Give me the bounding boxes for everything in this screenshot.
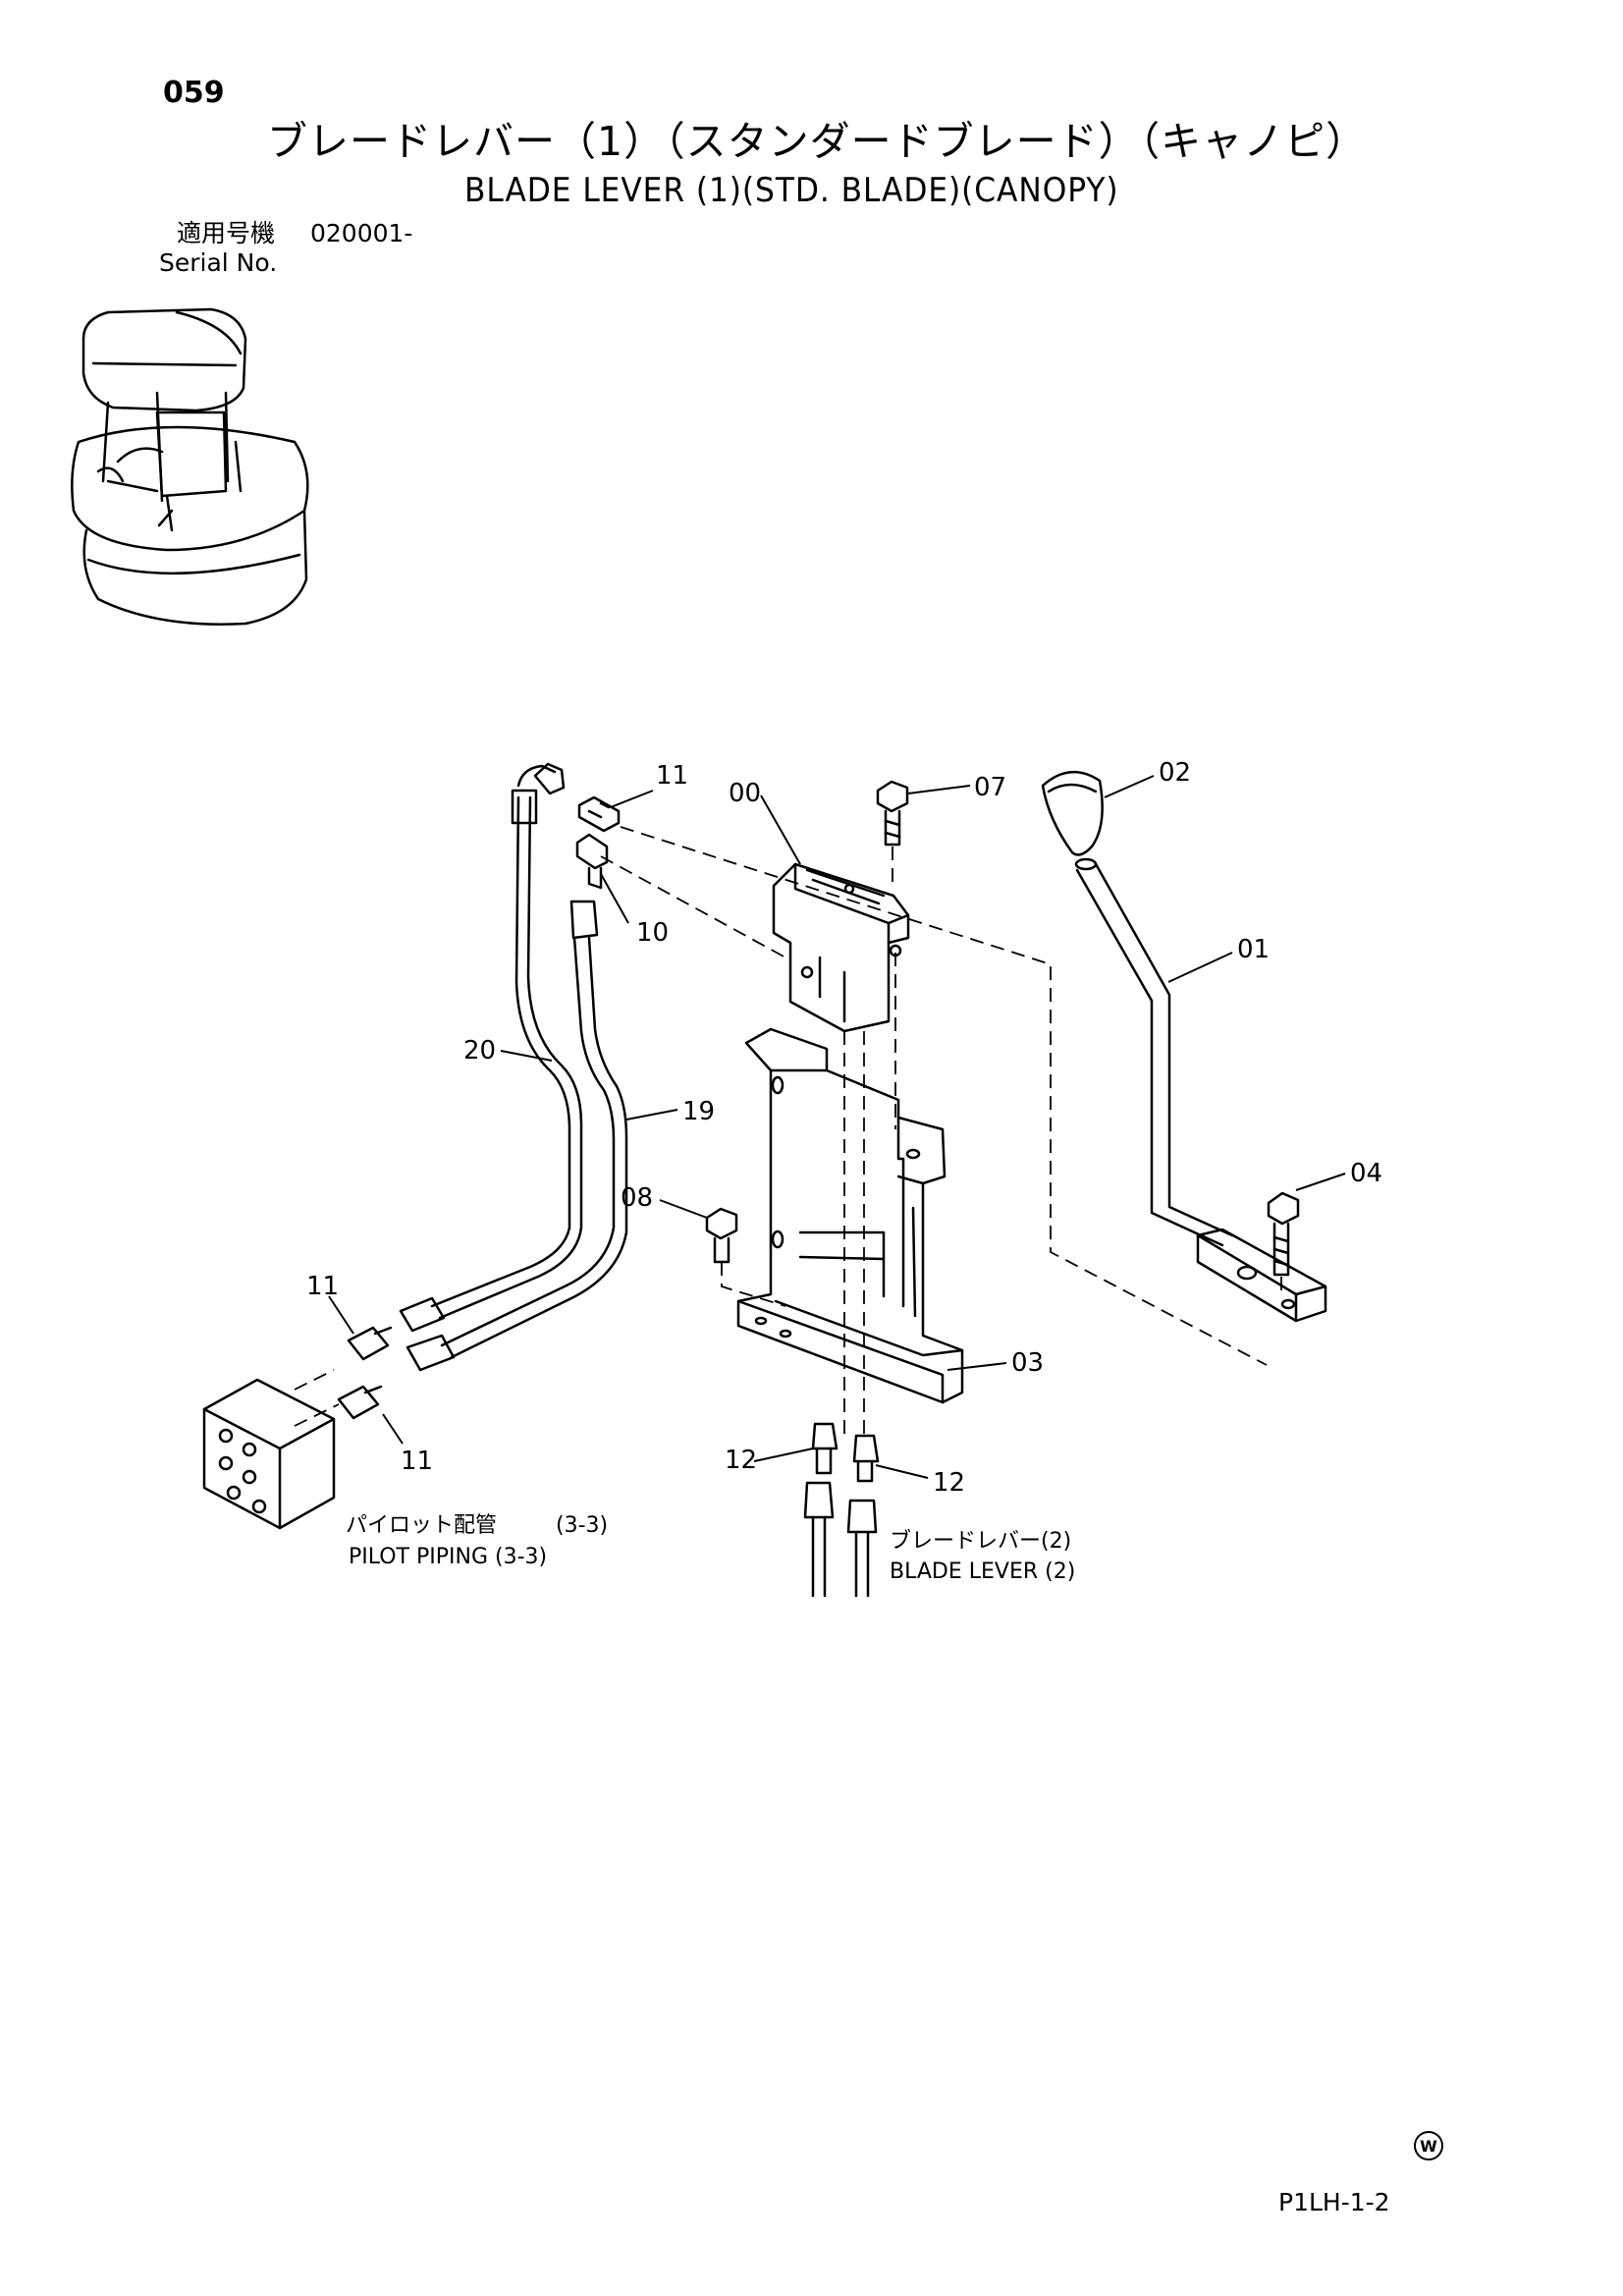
callout-20: 20 bbox=[463, 1036, 496, 1066]
lever-base-plate bbox=[1196, 1228, 1327, 1323]
bolt-04 bbox=[1267, 1191, 1300, 1277]
leader-01 bbox=[1167, 952, 1233, 983]
assembly-line-fitting-11 bbox=[294, 1369, 340, 1427]
callout-12-right: 12 bbox=[933, 1468, 965, 1498]
pilot-piping-ref-jp: (3-3) bbox=[556, 1513, 608, 1538]
hose-19 bbox=[440, 900, 628, 1359]
callout-10: 10 bbox=[636, 918, 669, 948]
assembly-line-lever bbox=[620, 826, 1268, 1366]
page-number: 059 bbox=[163, 76, 225, 110]
fitting-11-left-upper bbox=[347, 1326, 393, 1361]
leader-19 bbox=[625, 1109, 678, 1121]
leader-10 bbox=[600, 873, 629, 924]
pilot-piping-label-jp: パイロット配管 bbox=[346, 1513, 497, 1538]
fitting-12-left bbox=[811, 1422, 839, 1475]
brand-mark-letter: W bbox=[1420, 2137, 1437, 2156]
callout-19: 19 bbox=[682, 1097, 715, 1126]
callout-11-left-upper: 11 bbox=[306, 1272, 339, 1301]
hose-end-fittings bbox=[399, 1296, 456, 1372]
leader-11-top bbox=[610, 790, 654, 808]
leader-04 bbox=[1295, 1173, 1346, 1191]
document-code: P1LH-1-2 bbox=[1278, 2188, 1390, 2216]
blade-lever-2-label-jp: ブレードレバー(2) bbox=[890, 1529, 1071, 1554]
pilot-piping-label-en: PILOT PIPING (3-3) bbox=[349, 1545, 547, 1569]
leader-02 bbox=[1104, 775, 1155, 798]
serial-label-japanese: 適用号機 bbox=[177, 219, 276, 247]
serial-value: 020001- bbox=[310, 219, 413, 247]
lever-knob bbox=[1041, 770, 1104, 856]
bolt-07 bbox=[876, 780, 909, 847]
leader-20 bbox=[500, 1050, 553, 1062]
callout-00: 00 bbox=[729, 779, 761, 808]
leader-11-left-lower bbox=[382, 1413, 404, 1445]
callout-11-left-lower: 11 bbox=[401, 1447, 433, 1476]
callout-01: 01 bbox=[1237, 935, 1270, 964]
serial-label-english: Serial No. bbox=[159, 248, 278, 277]
callout-08: 08 bbox=[621, 1183, 653, 1213]
leader-03 bbox=[947, 1362, 1007, 1371]
callout-04: 04 bbox=[1350, 1159, 1382, 1188]
assembly-line-fitting-10 bbox=[600, 855, 786, 958]
hose-20 bbox=[430, 764, 583, 1320]
assembly-line-fitting-12 bbox=[843, 1031, 865, 1434]
pilot-block bbox=[202, 1378, 336, 1530]
assembly-line-bolt-08 bbox=[721, 1262, 786, 1307]
fitting-12-right bbox=[852, 1434, 880, 1483]
callout-02: 02 bbox=[1159, 758, 1191, 788]
title-english: BLADE LEVER (1)(STD. BLADE)(CANOPY) bbox=[464, 171, 1119, 210]
title-japanese: ブレードレバー（1）（スタンダードブレード）（キャノピ） bbox=[267, 118, 1368, 165]
leader-08 bbox=[659, 1199, 708, 1219]
callout-11-top: 11 bbox=[656, 761, 688, 791]
brand-mark-icon: W bbox=[1414, 2131, 1443, 2160]
pilot-valve bbox=[772, 862, 910, 1033]
leader-07 bbox=[907, 785, 971, 794]
fitting-11-left-lower bbox=[337, 1385, 383, 1420]
machine-overview-thumbnail bbox=[71, 307, 309, 626]
lever-stand bbox=[736, 1027, 964, 1404]
lower-hoses bbox=[803, 1481, 878, 1598]
callout-07: 07 bbox=[974, 773, 1006, 802]
leader-12-left bbox=[753, 1448, 814, 1462]
callout-12-left: 12 bbox=[725, 1446, 757, 1475]
leader-00 bbox=[760, 794, 801, 865]
leader-11-left-upper bbox=[328, 1295, 354, 1335]
leader-12-right bbox=[875, 1464, 929, 1479]
blade-lever-2-label-en: BLADE LEVER (2) bbox=[890, 1559, 1075, 1584]
fitting-10 bbox=[575, 833, 609, 890]
assembly-line-bolt-07 bbox=[892, 847, 896, 1129]
elbow-fitting bbox=[533, 762, 566, 795]
fitting-11-top bbox=[577, 795, 621, 833]
blade-lever-rod bbox=[1074, 857, 1234, 1247]
callout-03: 03 bbox=[1011, 1348, 1044, 1378]
bolt-08 bbox=[705, 1207, 738, 1264]
